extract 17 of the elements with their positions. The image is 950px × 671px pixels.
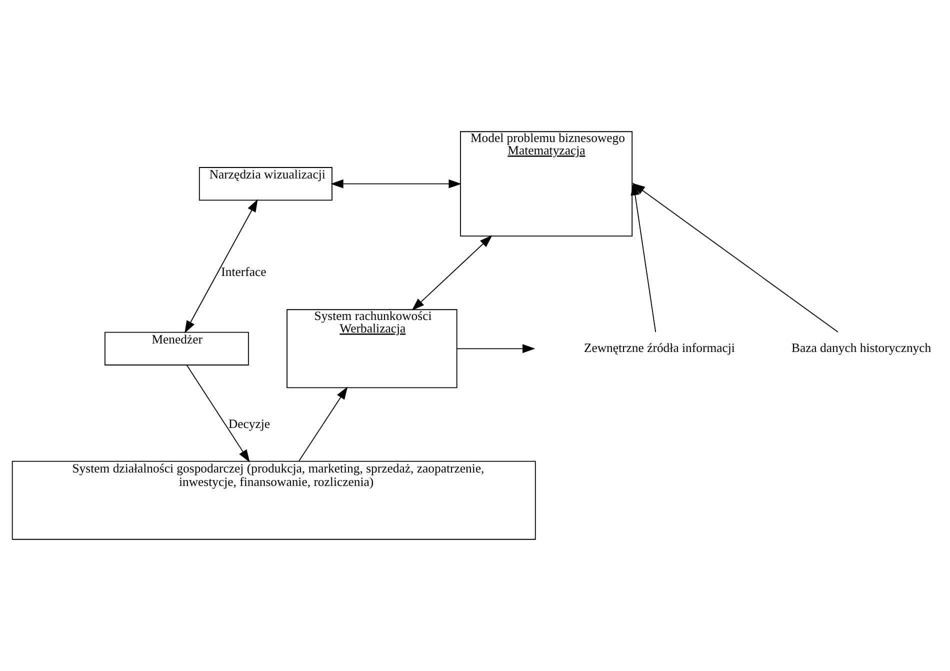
node-box: Menedżer	[104, 332, 249, 366]
node-box: Model problemu biznesowego Matematyzacja	[460, 131, 633, 237]
node-box: Narzędzia wizualizacji	[198, 167, 332, 201]
edge-label: Interface	[221, 265, 266, 280]
arrow	[186, 364, 250, 462]
arrow	[632, 183, 838, 332]
node-text: Baza danych historycznych	[791, 341, 932, 356]
node-text: Zewnętrzne źródła informacji	[584, 341, 735, 356]
arrow	[412, 235, 492, 311]
arrow	[330, 179, 462, 188]
arrow	[456, 344, 536, 354]
edge-label: Decyzje	[228, 416, 270, 431]
arrow	[298, 386, 348, 462]
arrow	[184, 199, 258, 334]
node-box: System rachunkowości Werbalizacja	[286, 309, 458, 388]
arrow	[630, 182, 656, 332]
node-box: System działalności gospodarczej (produkcja, marketing, sprzedaż, zaopatrzenie, inwestycje, finansowanie, rozliczenia)	[12, 460, 536, 540]
